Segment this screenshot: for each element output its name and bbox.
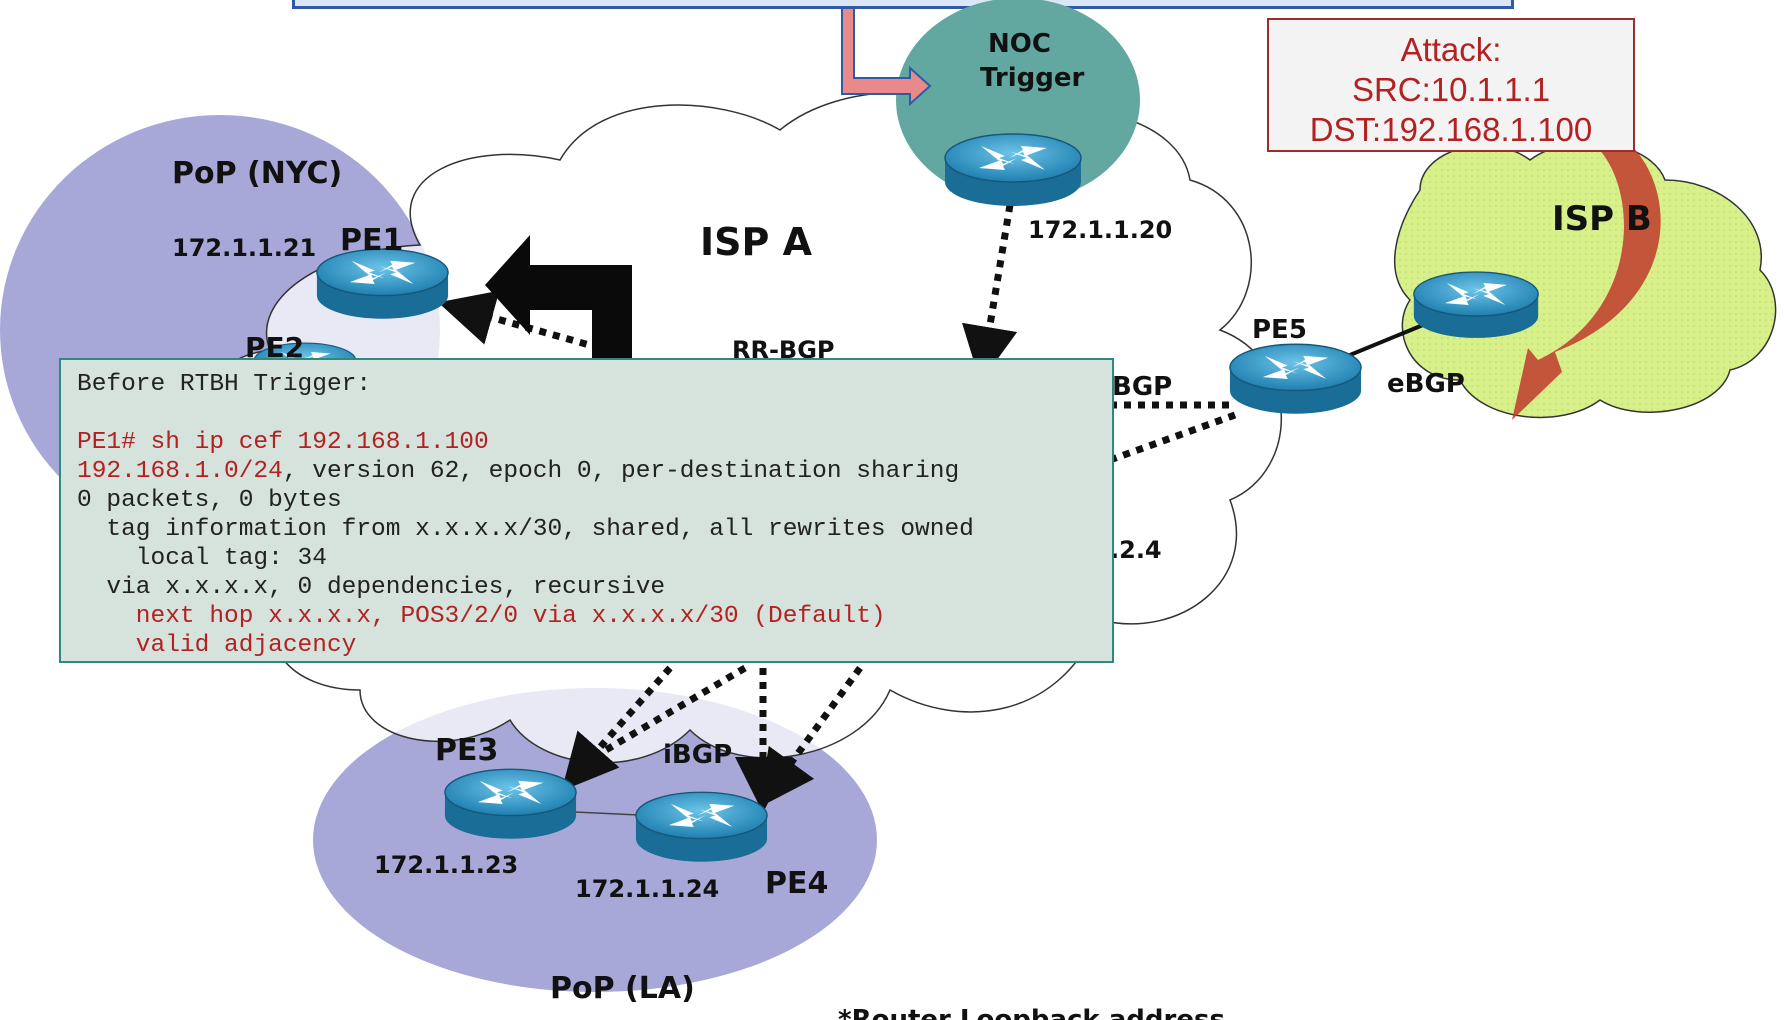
noc-ip-label: 172.1.1.20 <box>1028 216 1172 244</box>
noc-trigger-label: Trigger <box>980 63 1084 93</box>
cli-output-box: Before RTBH Trigger: PE1# sh ip cef 192.1… <box>59 358 1114 663</box>
top-banner-box <box>292 0 1514 9</box>
cli-line-3: 0 packets, 0 bytes <box>77 487 342 514</box>
ebgp-label: eBGP <box>1387 369 1465 399</box>
pop-la-label: PoP (LA) <box>550 971 695 1006</box>
pe5-label: PE5 <box>1252 315 1307 345</box>
pe3-label: PE3 <box>435 733 498 768</box>
cli-line-6: via x.x.x.x, 0 dependencies, recursive <box>77 574 666 601</box>
cli-blank <box>77 399 1096 428</box>
cli-prefix: 192.168.1.0/24 <box>77 458 283 485</box>
attack-dst: DST:192.168.1.100 <box>1309 111 1593 148</box>
ibgp-bottom-label: iBGP <box>663 740 732 770</box>
attack-arrow <box>1512 130 1661 420</box>
cli-command: PE1# sh ip cef 192.168.1.100 <box>77 429 489 456</box>
black-bent-arrow <box>485 235 632 358</box>
pop-nyc-label: PoP (NYC) <box>172 156 342 191</box>
cli-line-7: next hop x.x.x.x, POS3/2/0 via x.x.x.x/3… <box>77 603 886 630</box>
ibgp-dotted-links <box>438 204 1237 813</box>
pe4-label: PE4 <box>765 866 828 901</box>
isp-b-label: ISP B <box>1552 199 1652 239</box>
cli-line-5: local tag: 34 <box>77 545 327 572</box>
attack-info-box: Attack: SRC:10.1.1.1 DST:192.168.1.100 <box>1267 18 1635 152</box>
attack-src: SRC:10.1.1.1 <box>1351 71 1551 108</box>
cli-line-8: valid adjacency <box>77 632 357 659</box>
footnote-label: *Router Loopback address <box>838 1005 1225 1020</box>
pe3-ip-label: 172.1.1.23 <box>374 851 518 879</box>
router-pe3[interactable] <box>444 768 577 840</box>
pe1-label: PE1 <box>340 223 403 258</box>
router-noc[interactable] <box>944 133 1082 207</box>
cli-prefix-line: 192.168.1.0/24, version 62, epoch 0, per… <box>77 457 1096 486</box>
noc-label: NOC <box>988 29 1051 59</box>
pe1-ip-label: 172.1.1.21 <box>172 234 316 262</box>
router-ispb[interactable] <box>1413 271 1539 339</box>
router-pe1[interactable] <box>316 248 449 320</box>
banner-arrow <box>841 7 932 107</box>
partial-ip-label: .2.4 <box>1110 536 1162 564</box>
cli-heading: Before RTBH Trigger: <box>77 371 372 398</box>
router-pe5[interactable] <box>1229 343 1362 415</box>
pe4-ip-label: 172.1.1.24 <box>575 875 719 903</box>
router-pe4[interactable] <box>635 791 768 863</box>
ibgp-right-label: BGP <box>1112 372 1172 402</box>
attack-title: Attack: <box>1400 31 1502 68</box>
cli-prefix-rest: , version 62, epoch 0, per-destination s… <box>282 458 960 485</box>
link-pe3-pe4 <box>574 811 641 816</box>
cli-line-4: tag information from x.x.x.x/30, shared,… <box>77 516 974 543</box>
isp-a-label: ISP A <box>700 220 813 264</box>
